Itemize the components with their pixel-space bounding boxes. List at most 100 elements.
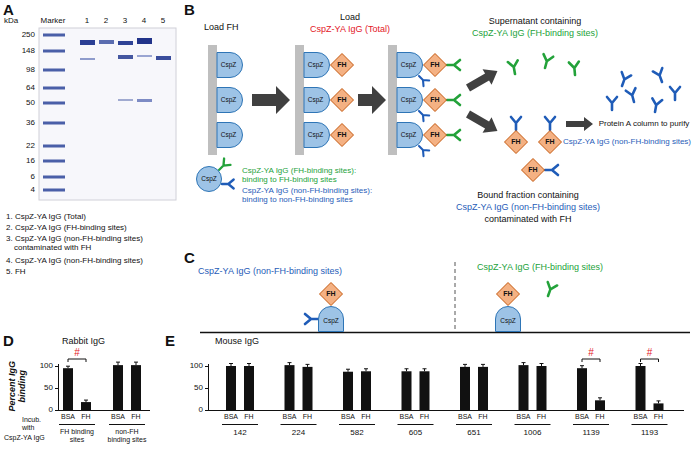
node-label: CspZ [323,317,339,324]
figure-label: 142 [233,428,246,437]
figure-label: # [74,347,80,359]
error-cap [306,364,310,365]
cspz-protein: CspZ [495,306,521,332]
figure-label: Rabbit IgG [62,336,105,346]
axis-tick-label: 100 [190,361,203,370]
cspz-dome-outline [496,307,521,332]
node-label: FH [337,131,346,139]
bar [244,366,254,410]
axis-tick-label: 250 [22,30,35,39]
cspz-half-outline [304,123,330,148]
marker-band [43,69,65,72]
node-label: FH [337,61,346,69]
gel-band [99,40,114,44]
antibody-blue [650,98,662,113]
figure-label: BSA [341,413,355,421]
figure-label: CspZ-YA IgG (non-FH-binding sites) [456,202,600,212]
node-label: FH [326,290,335,298]
axis-tick-label: 6 [31,172,35,181]
node-label: FH [430,131,439,139]
gel-band [137,99,152,102]
figure-label: Protein A column to purify [599,119,690,128]
bar [420,371,430,410]
figure-label: Marker [41,16,66,25]
y-axis [58,364,59,410]
panel-letter: A [3,1,14,18]
bar [654,403,664,410]
node-label: CspZ [401,131,417,138]
node-label: CspZ [500,317,516,324]
error-cap [66,366,70,367]
error-cap [580,365,584,366]
error-cap [247,363,251,364]
group-underline [573,424,609,425]
antibody-blue [545,165,558,175]
figure-label: FH [361,413,370,421]
marker-bands [43,34,65,192]
fh-diamond: FH [504,130,528,154]
block-arrow [358,86,386,114]
divider-dashed [455,262,456,330]
marker-band [43,122,65,125]
column-bar [388,45,397,155]
fh-diamond-outline [331,89,354,112]
cspz-circle-outline [197,167,222,192]
axis-tick-label: 50 [194,383,203,392]
error-cap [405,368,409,369]
antibody-blue [607,97,617,110]
group-underline [339,424,375,425]
gel-band [118,41,133,45]
cspz-protein: CspZ [397,87,423,113]
node-label: FH [511,138,520,146]
figure-label: FH [81,413,90,421]
fh-diamond: FH [423,53,447,77]
figure-label: Load [340,12,360,22]
axis-tick-label: CspZ-YA IgG (non-FH-binding sites) [563,137,691,146]
surface-line [200,332,690,334]
axis-tick [55,366,58,367]
figure-label: Mouse IgG [215,336,259,346]
figure-label: BSA [516,413,530,421]
node-label: CspZ [308,96,324,103]
figure-label: FH [537,413,546,421]
node-label: FH [503,290,512,298]
node-label: CspZ [308,61,324,68]
figure-label: FH [654,413,663,421]
bar [460,367,470,410]
figure-label: FH [420,413,429,421]
fh-diamond-outline [331,54,354,77]
fh-diamond: FH [330,123,354,147]
figure-label: 1193 [641,428,658,437]
fh-diamond-outline [331,124,354,147]
fh-diamond-outline [497,283,520,306]
fh-diamond: FH [496,282,520,306]
cspz-protein: CspZ [304,52,330,78]
cspz-protein: CspZ [397,122,423,148]
figure-label: contaminated with FH [484,214,571,224]
bar [519,365,529,410]
error-cap [481,364,485,365]
gel [39,28,176,200]
group-underline [398,424,434,425]
gel-band [137,38,152,44]
axis-tick-label: 4 [31,185,35,194]
error-cap [346,369,350,370]
figure-label: non-FH binding sites [104,428,150,444]
cspz-half-outline [304,53,330,78]
figure-label: BSA [633,413,647,421]
error-cap [657,400,661,401]
marker-band [43,176,65,179]
node-label: CspZ [401,96,417,103]
bar [303,367,313,410]
figure-label: # [588,347,594,359]
panel-letter: D [3,332,14,349]
marker-band [43,102,65,105]
cspz-half-outline [397,88,423,113]
bar [537,366,547,410]
axis-tick-label: 16 [26,156,35,165]
y-axis [208,364,209,410]
fh-diamond-outline [424,89,447,112]
antibody-blue [305,314,318,324]
axis-tick-label: 0 [49,405,53,414]
